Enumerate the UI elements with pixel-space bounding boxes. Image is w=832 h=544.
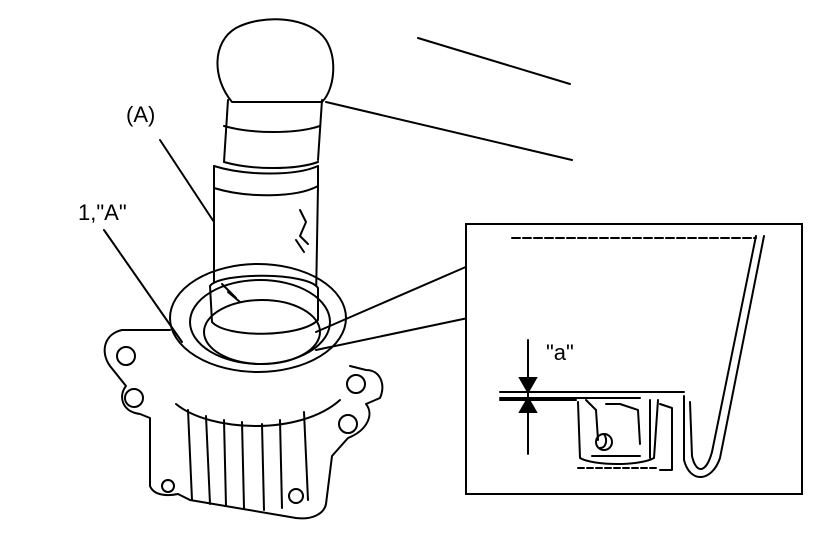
dimension-arrows — [518, 360, 538, 430]
tool-label: (A) — [126, 102, 155, 127]
detail-inset: "a" — [465, 223, 803, 495]
leader-lines — [103, 37, 573, 351]
installer-tool — [209, 18, 335, 335]
dimension-label: "a" — [546, 340, 574, 365]
bearing-housing — [103, 263, 384, 520]
seal-cross-section — [499, 235, 765, 478]
part-label: 1,"A" — [78, 200, 127, 225]
